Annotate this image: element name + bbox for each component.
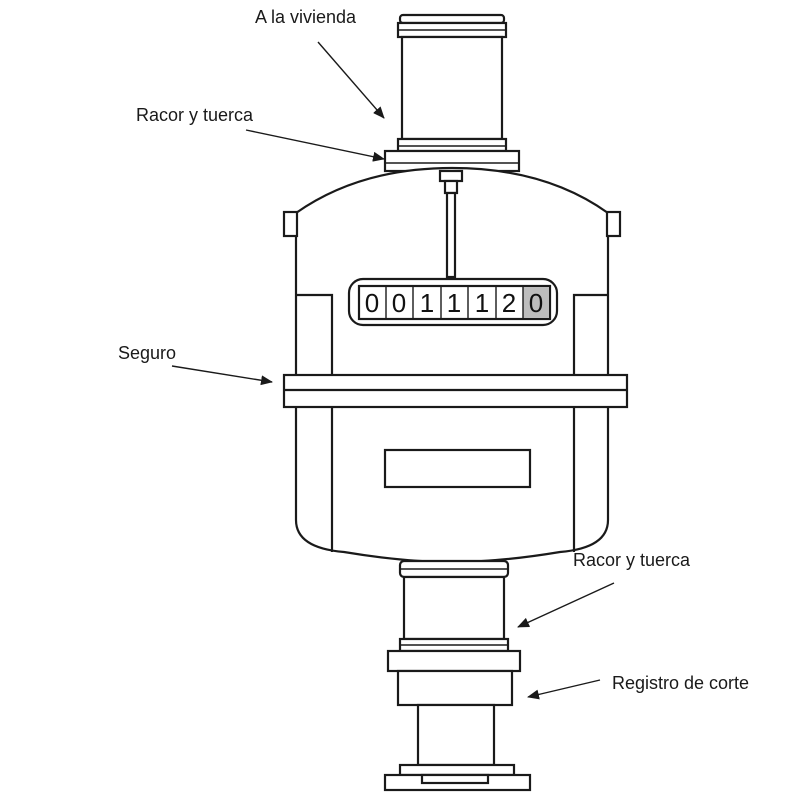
label-to-house: A la vivienda <box>255 7 357 27</box>
counter-digit: 0 <box>365 288 379 318</box>
right-lug <box>605 210 622 238</box>
outlet-pipe <box>383 13 521 173</box>
counter-digit: 2 <box>502 288 516 318</box>
arrow-coupling-top <box>245 129 385 162</box>
counter-digit: 1 <box>420 288 434 318</box>
label-coupling-bottom: Racor y tuerca <box>573 550 691 570</box>
shutoff-valve-body <box>396 669 514 707</box>
counter-digit: 1 <box>475 288 489 318</box>
shutoff-valve-cap <box>386 649 522 673</box>
inlet-assembly <box>383 559 532 792</box>
label-shutoff-valve: Registro de corte <box>612 673 749 693</box>
counter-display: 0 0 1 1 1 2 0 <box>347 277 559 327</box>
label-coupling-top: Racor y tuerca <box>136 105 254 125</box>
lower-window <box>383 448 532 489</box>
arrow-coupling-bottom <box>517 582 615 628</box>
counter-digit: 0 <box>392 288 406 318</box>
arrow-shutoff-valve <box>527 679 601 700</box>
meter-body <box>282 166 622 564</box>
counter-digit: 0 <box>529 288 543 318</box>
arrow-lock <box>171 365 273 386</box>
arrow-to-house <box>317 41 385 119</box>
left-lug <box>282 210 299 238</box>
label-lock: Seguro <box>118 343 176 363</box>
lock-band <box>282 373 629 409</box>
counter-digit: 1 <box>447 288 461 318</box>
